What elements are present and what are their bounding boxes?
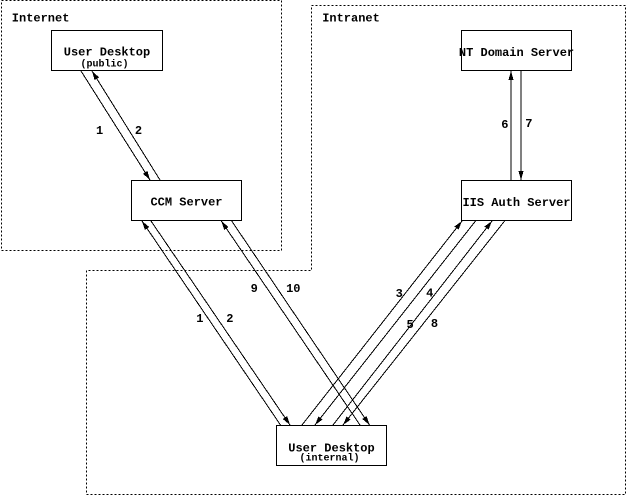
- svg-text:CCM Server: CCM Server: [150, 196, 222, 210]
- svg-text:6: 6: [501, 118, 508, 132]
- svg-text:User Desktop: User Desktop: [288, 441, 374, 455]
- svg-text:2: 2: [135, 124, 142, 138]
- svg-text:7: 7: [525, 117, 532, 131]
- svg-text:User Desktop: User Desktop: [64, 45, 150, 59]
- svg-text:10: 10: [286, 282, 300, 296]
- svg-text:IIS Auth Server: IIS Auth Server: [462, 196, 570, 210]
- svg-text:4: 4: [426, 287, 433, 301]
- svg-text:1: 1: [96, 124, 103, 138]
- svg-text:2: 2: [226, 312, 233, 326]
- svg-text:5: 5: [406, 318, 413, 332]
- svg-text:9: 9: [251, 282, 258, 296]
- svg-text:3: 3: [396, 287, 403, 301]
- svg-text:(public): (public): [80, 59, 128, 71]
- svg-text:(internal): (internal): [299, 452, 359, 464]
- svg-text:1: 1: [196, 312, 203, 326]
- svg-text:Intranet: Intranet: [322, 12, 380, 26]
- svg-text:8: 8: [431, 317, 438, 331]
- svg-text:NT Domain Server: NT Domain Server: [459, 46, 574, 60]
- svg-text:Internet: Internet: [12, 11, 70, 25]
